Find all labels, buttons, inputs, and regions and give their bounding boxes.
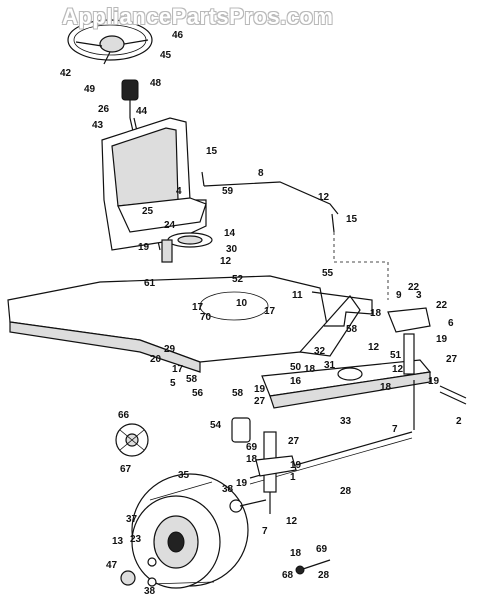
callout-label: 12 xyxy=(220,256,232,267)
callout-label: 19 xyxy=(138,242,150,253)
callout-label: 56 xyxy=(192,388,204,399)
callout-label: 38 xyxy=(144,586,156,597)
callout-label: 58 xyxy=(232,388,244,399)
hub-cap xyxy=(115,423,149,457)
callout-label: 51 xyxy=(390,350,402,361)
left-spindle xyxy=(255,431,297,514)
dash-panel xyxy=(101,117,207,251)
callout-label: 24 xyxy=(164,220,176,231)
callout-label: 50 xyxy=(290,362,302,373)
callout-label: 19 xyxy=(290,460,302,471)
callout-labels: 46 42 45 49 48 26 44 43 15 8 4 59 12 15 … xyxy=(60,30,462,597)
callout-label: 42 xyxy=(60,68,72,79)
callout-label: 15 xyxy=(206,146,218,157)
callout-label: 25 xyxy=(142,206,154,217)
callout-label: 46 xyxy=(172,30,184,41)
callout-label: 61 xyxy=(144,278,156,289)
callout-label: 7 xyxy=(392,424,398,435)
bushing xyxy=(231,417,251,443)
callout-label: 12 xyxy=(318,192,330,203)
callout-label: 32 xyxy=(314,346,326,357)
callout-label: 28 xyxy=(340,486,352,497)
callout-label: 15 xyxy=(346,214,358,225)
callout-label: 52 xyxy=(232,274,244,285)
callout-label: 7 xyxy=(262,526,268,537)
callout-label: 70 xyxy=(200,312,212,323)
callout-label: 37 xyxy=(126,514,138,525)
callout-label: 18 xyxy=(380,382,392,393)
callout-label: 18 xyxy=(290,548,302,559)
callout-label: 66 xyxy=(118,410,130,421)
callout-label: 59 xyxy=(222,186,234,197)
callout-label: 3 xyxy=(416,290,422,301)
callout-label: 23 xyxy=(130,534,142,545)
callout-label: 48 xyxy=(150,78,162,89)
callout-label: 30 xyxy=(226,244,238,255)
steering-wheel xyxy=(67,19,153,65)
callout-label: 1 xyxy=(290,472,296,483)
callout-label: 14 xyxy=(224,228,236,239)
callout-label: 20 xyxy=(150,354,162,365)
callout-label: 8 xyxy=(258,168,264,179)
callout-label: 27 xyxy=(446,354,458,365)
callout-label: 31 xyxy=(324,360,336,371)
callout-label: 17 xyxy=(264,306,276,317)
callout-label: 18 xyxy=(304,364,316,375)
callout-label: 26 xyxy=(98,104,110,115)
callout-label: 33 xyxy=(340,416,352,427)
callout-label: 6 xyxy=(448,318,454,329)
callout-label: 29 xyxy=(164,344,176,355)
callout-label: 12 xyxy=(392,364,404,375)
callout-label: 58 xyxy=(346,324,358,335)
callout-label: 12 xyxy=(286,516,298,527)
watermark: AppliancePartsPros.com xyxy=(62,4,334,29)
callout-label: 22 xyxy=(436,300,448,311)
callout-label: 47 xyxy=(106,560,118,571)
callout-label: 11 xyxy=(292,290,303,301)
callout-label: 69 xyxy=(316,544,328,555)
callout-label: 44 xyxy=(136,106,148,117)
callout-label: 68 xyxy=(282,570,294,581)
callout-label: 19 xyxy=(236,478,248,489)
callout-label: 45 xyxy=(160,50,172,61)
callout-label: 43 xyxy=(92,120,104,131)
callout-label: 5 xyxy=(170,378,176,389)
callout-label: 19 xyxy=(254,384,266,395)
callout-label: 17 xyxy=(172,364,184,375)
callout-label: 12 xyxy=(368,342,380,353)
callout-label: 16 xyxy=(290,376,302,387)
callout-label: 27 xyxy=(254,396,266,407)
callout-label: 55 xyxy=(322,268,334,279)
callout-label: 4 xyxy=(176,186,182,197)
steering-gear xyxy=(161,232,213,263)
control-rod xyxy=(203,181,339,215)
bracket xyxy=(311,291,373,327)
callout-label: 58 xyxy=(186,374,198,385)
callout-label: 49 xyxy=(84,84,96,95)
callout-label: 28 xyxy=(318,570,330,581)
callout-label: 38 xyxy=(222,484,234,495)
callout-label: 10 xyxy=(236,298,248,309)
callout-label: 69 xyxy=(246,442,258,453)
right-spindle xyxy=(387,307,467,430)
callout-label: 67 xyxy=(120,464,132,475)
callout-label: 27 xyxy=(288,436,300,447)
frame xyxy=(7,275,361,373)
callout-label: 2 xyxy=(456,416,462,427)
callout-label: 18 xyxy=(370,308,382,319)
callout-label: 19 xyxy=(428,376,440,387)
callout-label: 54 xyxy=(210,420,222,431)
front-axle xyxy=(261,359,432,409)
callout-label: 17 xyxy=(192,302,204,313)
callout-label: 18 xyxy=(246,454,258,465)
callout-label: 9 xyxy=(396,290,402,301)
callout-label: 35 xyxy=(178,470,190,481)
callout-label: 22 xyxy=(408,282,420,293)
callout-label: 13 xyxy=(112,536,124,547)
callout-label: 19 xyxy=(436,334,448,345)
